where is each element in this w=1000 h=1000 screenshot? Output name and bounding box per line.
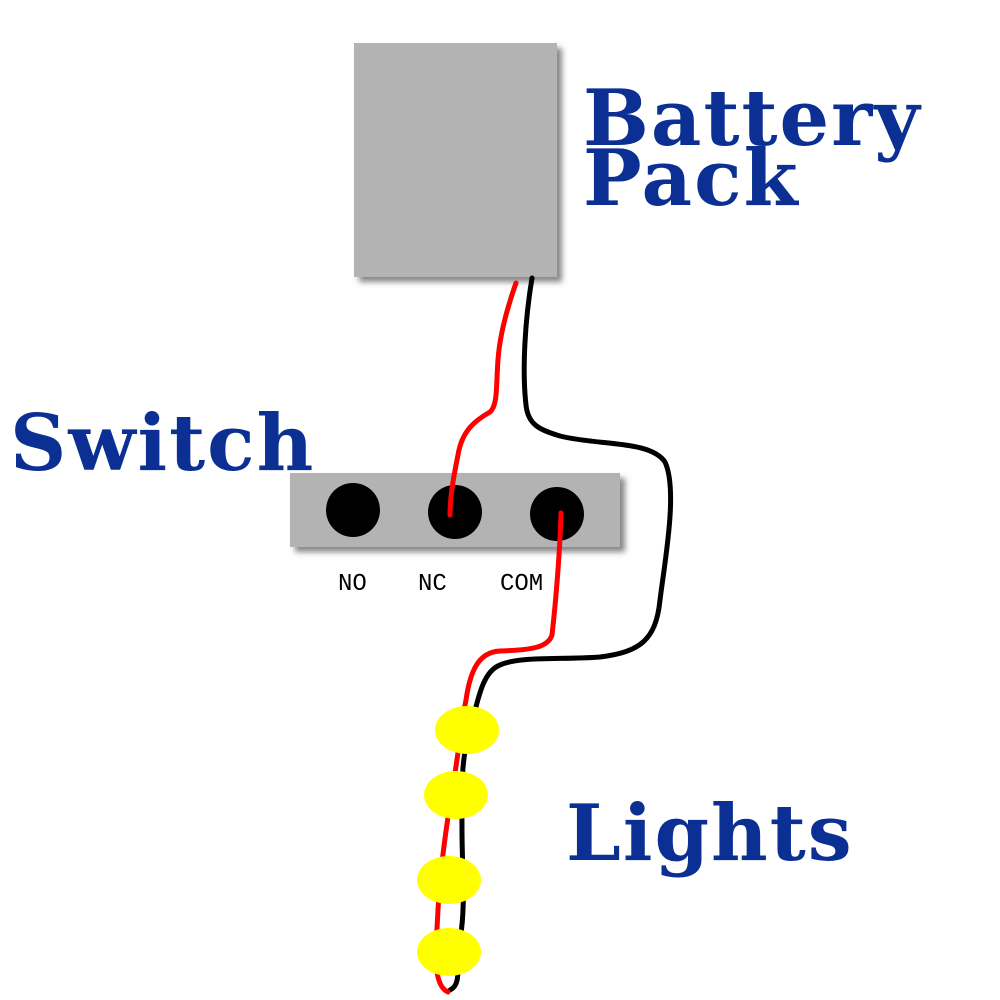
battery-pack-box: [354, 43, 557, 277]
terminal-label-no: NO: [338, 571, 367, 598]
terminal-nc: [428, 485, 482, 539]
red-wire-battery-nc: [447, 280, 519, 518]
light-1: [435, 706, 499, 754]
terminal-label-nc: NC: [418, 571, 447, 598]
battery-label-line1: Battery: [583, 73, 922, 164]
battery-label-line2: Pack: [583, 133, 800, 224]
black-wire: [447, 275, 674, 993]
switch-label: Switch: [10, 398, 315, 489]
red-wire-com-lights: [433, 510, 564, 995]
terminal-no: [326, 483, 380, 537]
lights-label: Lights: [566, 788, 854, 879]
light-3: [417, 856, 481, 904]
light-2: [424, 771, 488, 819]
light-4: [417, 928, 481, 976]
terminal-label-com: COM: [500, 571, 543, 598]
terminal-com: [530, 487, 584, 541]
